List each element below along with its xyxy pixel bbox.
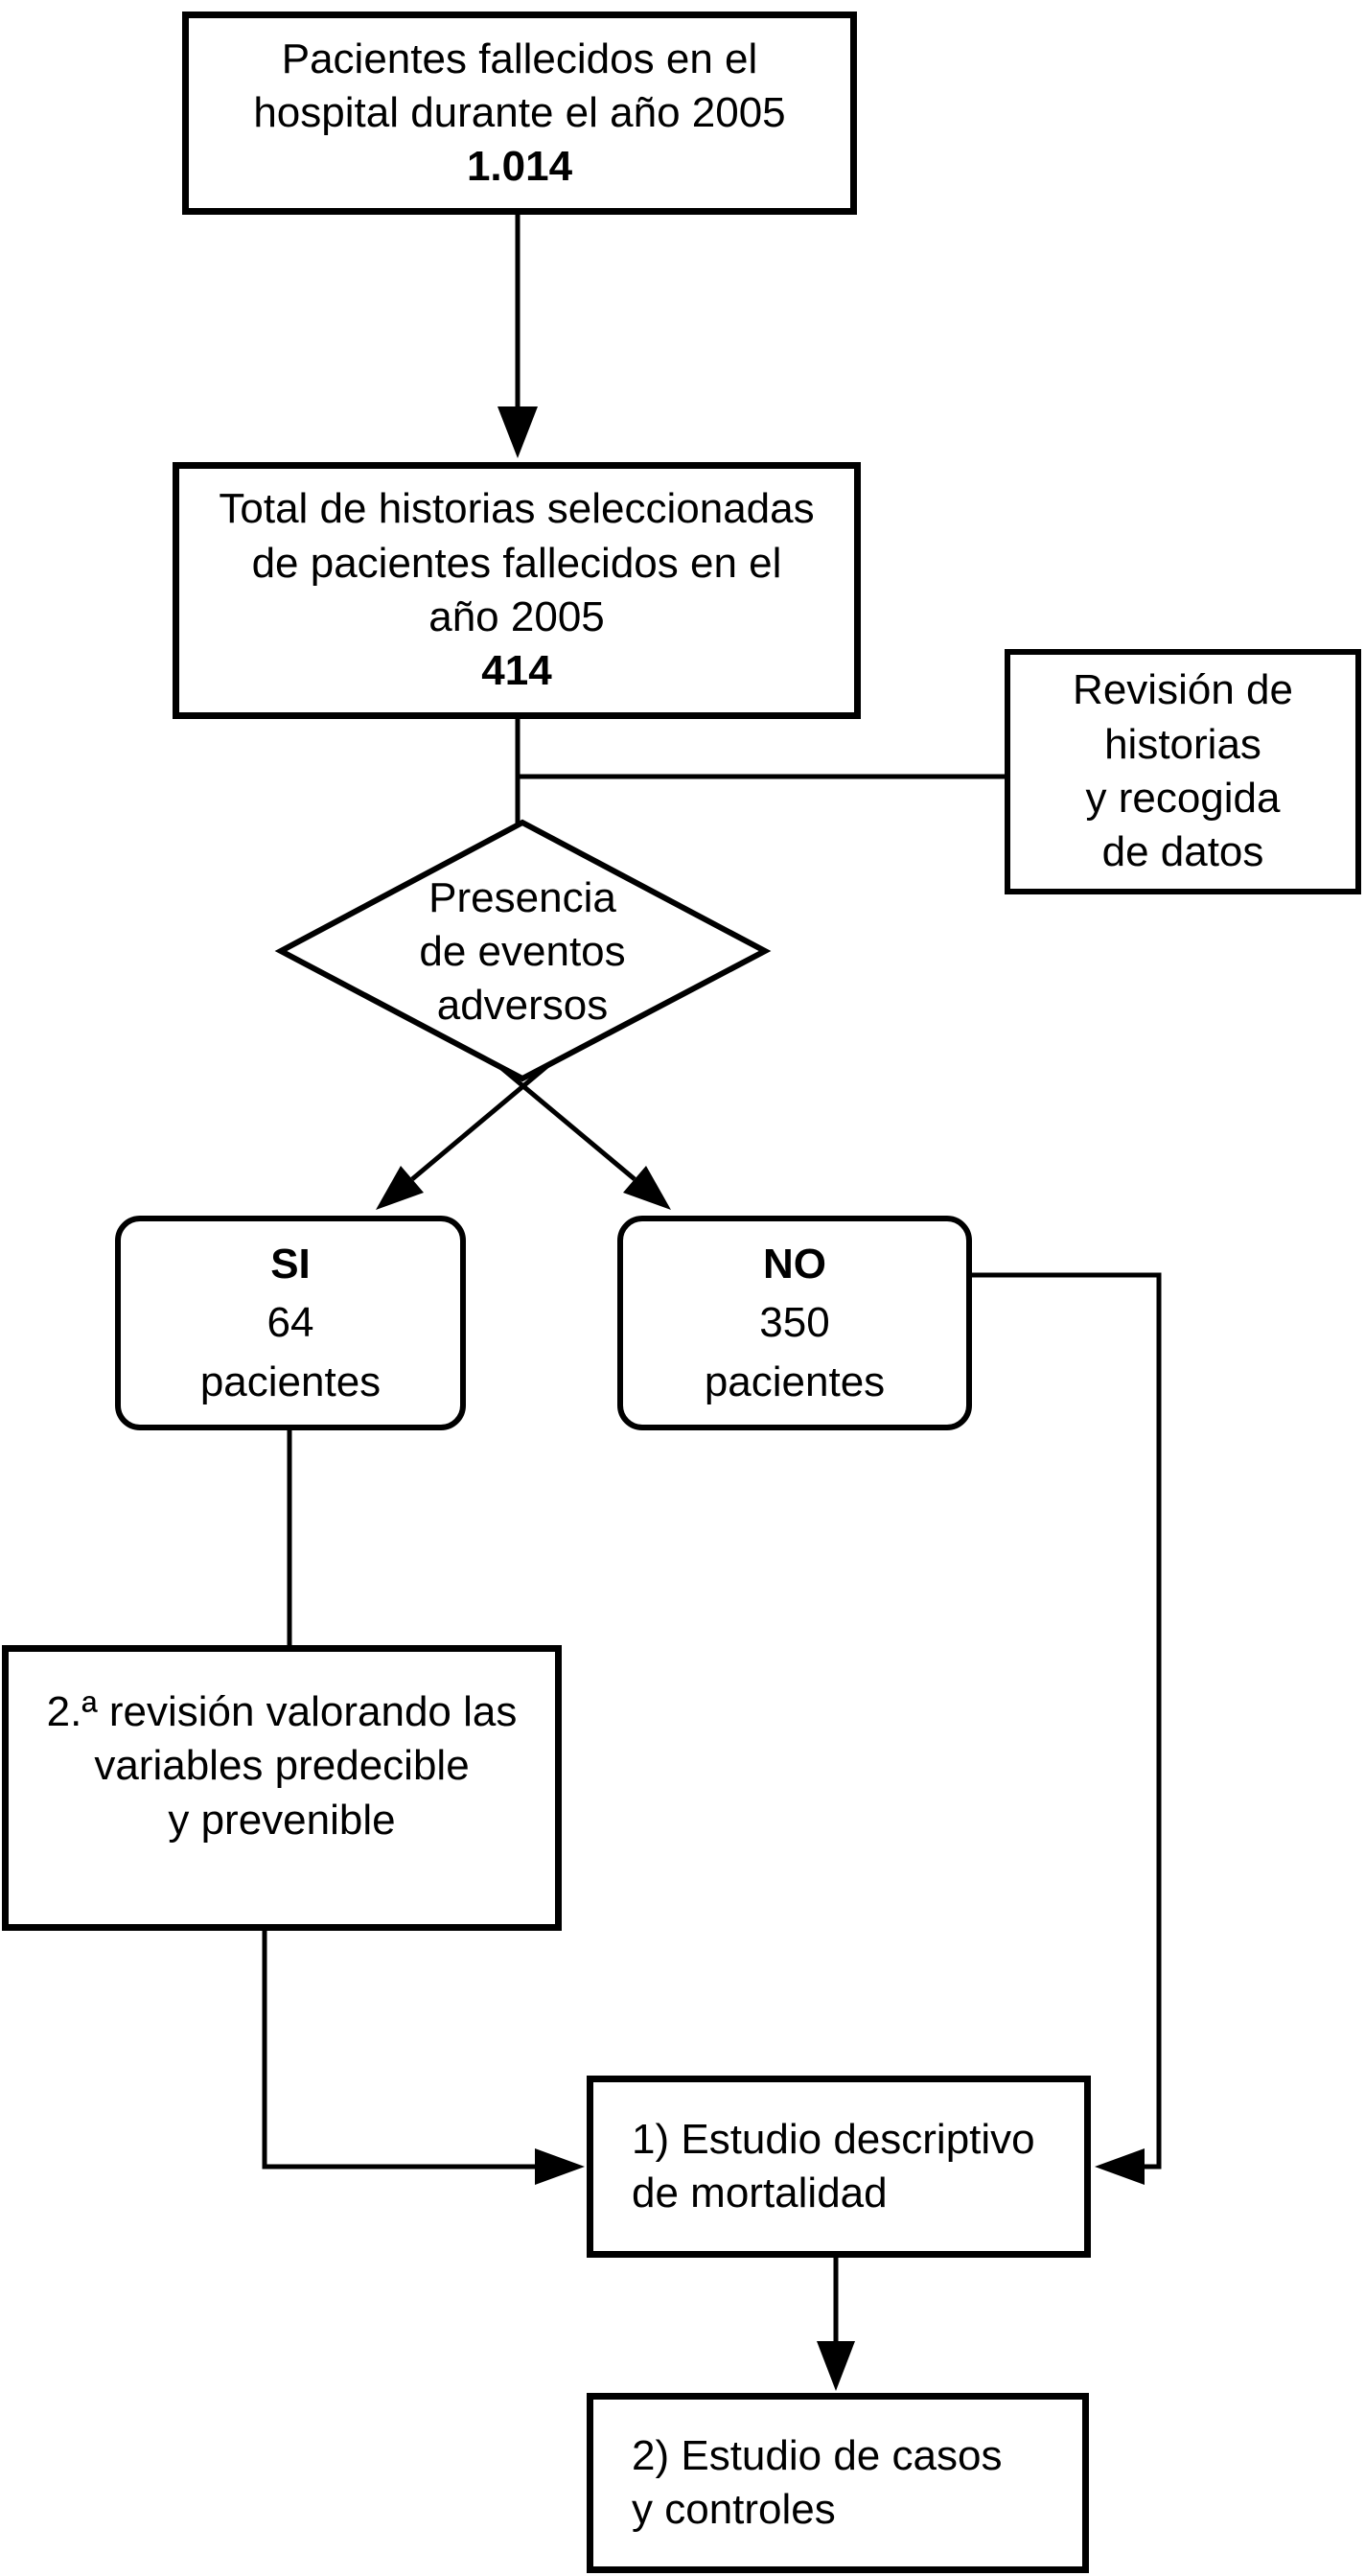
no-branch-count: 350 (759, 1299, 830, 1347)
decision-text-line2: de eventos (419, 927, 626, 975)
revision-note-text-line1: Revisión de (1073, 666, 1293, 714)
yes-branch-label: SI (270, 1240, 311, 1288)
deceased-patients-count: 1.014 (466, 143, 573, 191)
revision-note-box: Revisión de historias y recogida de dato… (1005, 649, 1361, 894)
arrow-second-review-to-descriptive-head (535, 2148, 585, 2185)
no-branch-label: NO (763, 1240, 826, 1288)
descriptive-study-text-line1: 1) Estudio descriptivo (632, 2115, 1035, 2163)
arrow-no-to-descriptive-line (972, 1272, 1162, 2170)
case-control-study-box: 2) Estudio de casos y controles (587, 2393, 1089, 2573)
revision-note-text-line2: historias (1104, 720, 1261, 768)
second-review-text-line2: variables predecible (94, 1742, 470, 1790)
descriptive-study-text-line2: de mortalidad (632, 2170, 888, 2216)
arrow-decision-to-no-head (623, 1166, 671, 1210)
deceased-patients-box: Pacientes fallecidos en el hospital dura… (182, 12, 857, 215)
revision-note-text-line4: de datos (1101, 828, 1264, 876)
selected-histories-text-line2: de pacientes fallecidos en el (251, 539, 782, 587)
arrow-descriptive-to-case-control-head (817, 2341, 855, 2391)
decision-diamond-label: Presencia de eventos adversos (331, 865, 714, 1039)
yes-branch-unit: pacientes (199, 1358, 382, 1405)
second-review-text-line1: 2.ª revisión valorando las (46, 1688, 518, 1736)
arrow-decision-to-no-line (498, 1065, 636, 1181)
no-branch-box: NO 350 pacientes (617, 1216, 972, 1430)
decision-diamond-shape (274, 819, 772, 1082)
descriptive-study-box: 1) Estudio descriptivo de mortalidad (587, 2076, 1091, 2258)
revision-note-text-line3: y recogida (1085, 775, 1281, 822)
selected-histories-text-line1: Total de historias seleccionadas (219, 485, 815, 533)
decision-text-line1: Presencia (428, 873, 616, 921)
arrow-decision-to-yes-head (376, 1166, 424, 1210)
selected-histories-count: 414 (481, 647, 552, 695)
yes-branch-count: 64 (266, 1299, 314, 1347)
selected-histories-box: Total de historias seleccionadas de paci… (173, 462, 861, 719)
selected-histories-text-line3: año 2005 (428, 593, 605, 640)
second-review-box: 2.ª revisión valorando las variables pre… (2, 1645, 562, 1931)
decision-text-line3: adversos (436, 982, 609, 1030)
second-review-text-line3: y prevenible (168, 1796, 396, 1844)
case-control-study-text-line1: 2) Estudio de casos (632, 2431, 1003, 2479)
deceased-patients-text-line1: Pacientes fallecidos en el (281, 35, 758, 82)
arrow-no-to-descriptive-head (1095, 2148, 1145, 2185)
yes-branch-box: SI 64 pacientes (115, 1216, 466, 1430)
arrow-second-review-to-descriptive-line (262, 1931, 539, 2170)
arrow-deceased-to-selected-head (497, 406, 538, 458)
deceased-patients-text-line2: hospital durante el año 2005 (253, 88, 786, 136)
no-branch-unit: pacientes (704, 1358, 886, 1405)
arrow-decision-to-yes-line (410, 1063, 550, 1181)
case-control-study-text-line2: y controles (632, 2486, 836, 2533)
